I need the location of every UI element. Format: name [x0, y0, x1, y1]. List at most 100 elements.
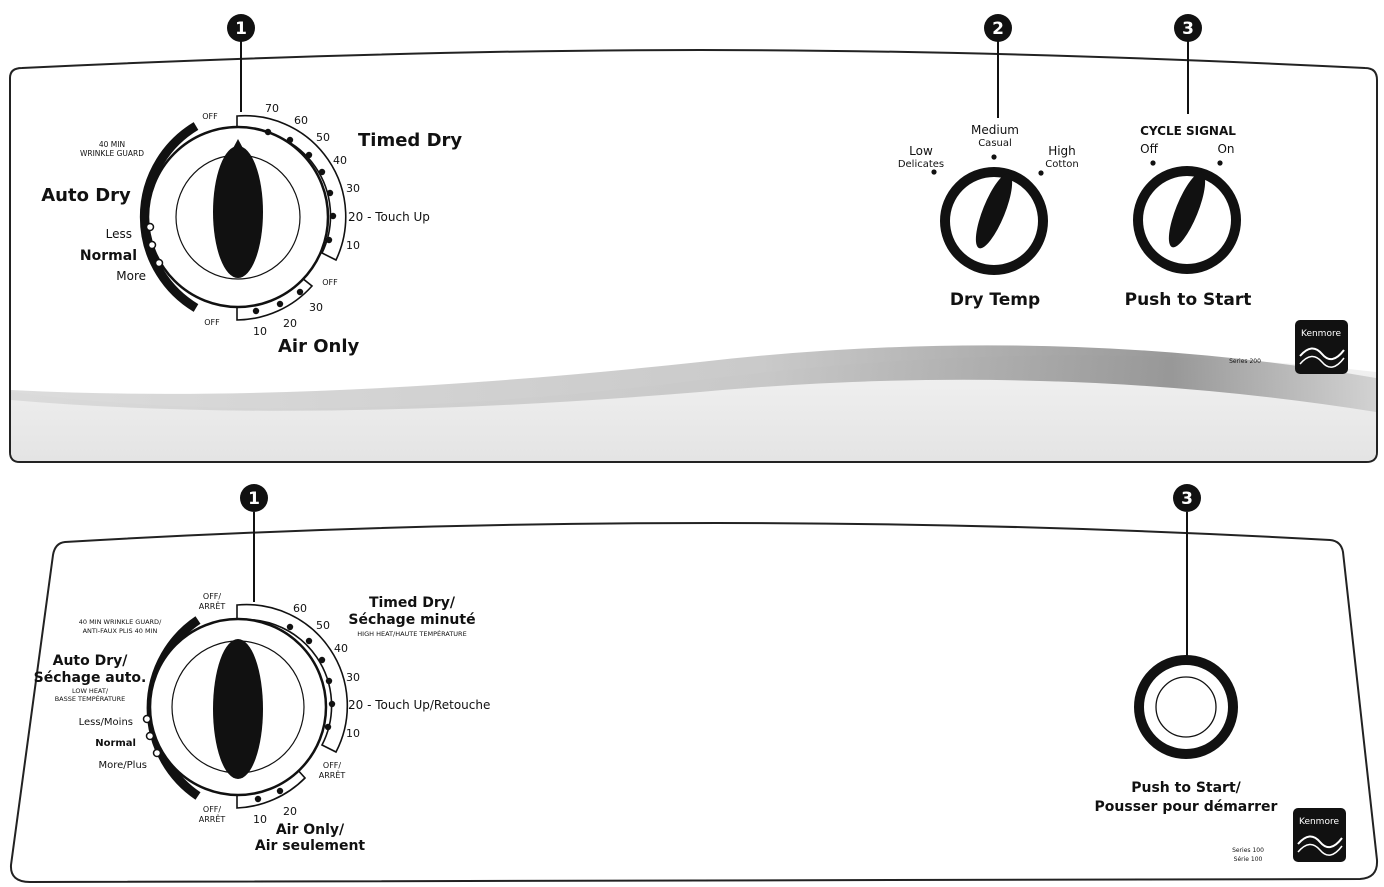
bottom-air-10-label: 10 [253, 813, 267, 826]
normal-label: Normal [80, 248, 137, 264]
casual-label: Casual [978, 138, 1012, 149]
bottom-wrinkle-label-1: 40 MIN WRINKLE GUARD/ [79, 618, 162, 626]
time-50-label: 50 [316, 131, 330, 144]
svg-text:3: 3 [1181, 489, 1193, 509]
air-off-label: OFF [322, 278, 338, 287]
svg-text:Kenmore: Kenmore [1299, 817, 1339, 827]
bottom-air-off-label-2: ARRÊT [319, 769, 346, 780]
bottom-more-label: More/Plus [98, 760, 147, 771]
cycle-signal-knob-handle[interactable] [1162, 169, 1212, 251]
time-70-label: 70 [265, 102, 279, 115]
push-button-face[interactable] [1155, 676, 1217, 738]
bottom-off-top-label-2: ARRÊT [199, 600, 226, 611]
wrinkle-guard-label-2: WRINKLE GUARD [80, 149, 144, 158]
cycle-signal-off-label: Off [1140, 142, 1158, 156]
timed-dry-dots [252, 128, 337, 315]
more-label: More [116, 269, 146, 283]
dry-temp-medium-dot [991, 154, 997, 160]
push-to-start-label-1: Push to Start/ [1131, 780, 1241, 796]
bottom-kenmore-logo: Kenmore [1293, 808, 1346, 862]
cycle-signal-on-label: On [1217, 142, 1234, 156]
push-to-start-label: Push to Start [1125, 290, 1252, 310]
time-30-label: 30 [346, 182, 360, 195]
high-label: High [1048, 144, 1076, 158]
dry-temp-low-dot [931, 169, 937, 175]
bottom-off-bottom-label-1: OFF/ [203, 805, 222, 814]
bottom-callout-3: 3 [1173, 484, 1201, 512]
top-knob-pointer-icon [231, 139, 245, 152]
top-panel-swoosh-band [11, 345, 1376, 412]
bottom-control-panel: 1 3 OFF/ ARRÊT [9, 484, 1379, 884]
auto-dry-level-dots [145, 222, 164, 268]
bottom-wrinkle-label-2: ANTI-FAUX PLIS 40 MIN [83, 627, 158, 635]
bottom-time-60-label: 60 [293, 602, 307, 615]
svg-text:1: 1 [248, 489, 260, 509]
bottom-auto-dry-level-dots [142, 714, 162, 758]
low-heat-label-2: BASSE TEMPÉRATURE [55, 694, 126, 703]
air-only-label: Air Only [278, 336, 360, 357]
timed-dry-label: Timed Dry [358, 130, 462, 151]
bottom-time-10-label: 10 [346, 727, 360, 740]
bottom-off-label: OFF [204, 318, 220, 327]
bottom-air-20-label: 20 [283, 805, 297, 818]
top-panel-swoosh [11, 355, 1376, 461]
top-series-label: Series 200 [1229, 358, 1261, 365]
bottom-time-40-label: 40 [334, 642, 348, 655]
air-30-label: 30 [309, 301, 323, 314]
time-60-label: 60 [294, 114, 308, 127]
svg-text:1: 1 [235, 19, 247, 39]
bottom-timed-dry-label-2: Séchage minuté [348, 612, 475, 628]
bottom-auto-dry-label-1: Auto Dry/ [53, 653, 129, 669]
bottom-time-50-label: 50 [316, 619, 330, 632]
top-cycle-selector[interactable]: OFF 40 MIN WRINKLE GUARD Auto Dry Less N… [41, 102, 462, 357]
callout-2: 2 [984, 14, 1012, 42]
cycle-signal-selector[interactable]: CYCLE SIGNAL Off On Push to Start [1125, 124, 1252, 310]
bottom-timed-dry-band [236, 603, 349, 754]
dry-temp-knob-handle[interactable] [969, 170, 1019, 252]
cycle-signal-on-dot [1217, 160, 1223, 166]
bottom-normal-label: Normal [95, 738, 136, 749]
bottom-air-only-label-1: Air Only/ [276, 822, 345, 838]
bottom-time-30-label: 30 [346, 671, 360, 684]
svg-text:Kenmore: Kenmore [1301, 329, 1341, 339]
dry-temp-label: Dry Temp [950, 290, 1040, 310]
bottom-panel-outline [9, 522, 1379, 884]
auto-dry-arc [139, 122, 199, 312]
bottom-cycle-selector[interactable]: OFF/ ARRÊT 40 MIN WRINKLE GUARD/ ANTI-FA… [34, 592, 491, 854]
top-kenmore-logo: Kenmore [1295, 320, 1348, 374]
dry-temp-high-dot [1038, 170, 1044, 176]
wrinkle-guard-label-1: 40 MIN [99, 140, 125, 149]
cycle-signal-off-dot [1150, 160, 1156, 166]
medium-label: Medium [971, 123, 1019, 137]
callout-1: 1 [227, 14, 255, 42]
cotton-label: Cotton [1045, 159, 1078, 170]
bottom-callout-1: 1 [240, 484, 268, 512]
time-10-label: 10 [346, 239, 360, 252]
time-20-touch-up-label: 20 - Touch Up [348, 210, 430, 224]
svg-text:2: 2 [992, 19, 1004, 39]
bottom-off-bottom-label-2: ARRÊT [199, 813, 226, 824]
bottom-timed-dry-dots [254, 623, 336, 803]
bottom-off-top-label-1: OFF/ [203, 592, 222, 601]
bottom-air-only-label-2: Air seulement [255, 838, 366, 854]
push-to-start-button[interactable]: Push to Start/ Pousser pour démarrer [1095, 655, 1278, 815]
high-heat-label: HIGH HEAT/HAUTE TEMPÉRATURE [357, 629, 466, 638]
bottom-knob-handle[interactable] [213, 639, 263, 779]
bottom-air-off-label-1: OFF/ [323, 761, 342, 770]
top-knob-handle[interactable] [213, 146, 263, 278]
top-control-panel: 1 2 3 [9, 14, 1378, 463]
low-label: Low [909, 144, 933, 158]
dry-temp-selector[interactable]: Low Delicates Medium Casual High Cotton … [898, 123, 1079, 310]
low-heat-label-1: LOW HEAT/ [72, 687, 109, 695]
bottom-series-label-2: Série 100 [1234, 856, 1263, 863]
cycle-signal-title: CYCLE SIGNAL [1140, 124, 1236, 138]
auto-dry-label: Auto Dry [41, 185, 131, 206]
bottom-auto-dry-label-2: Séchage auto. [34, 670, 147, 686]
push-to-start-label-2: Pousser pour démarrer [1095, 799, 1278, 815]
air-10-label: 10 [253, 325, 267, 338]
time-40-label: 40 [333, 154, 347, 167]
svg-text:3: 3 [1182, 19, 1194, 39]
bottom-less-label: Less/Moins [79, 717, 133, 728]
bottom-time-20-touch-up-label: 20 - Touch Up/Retouche [348, 698, 490, 712]
